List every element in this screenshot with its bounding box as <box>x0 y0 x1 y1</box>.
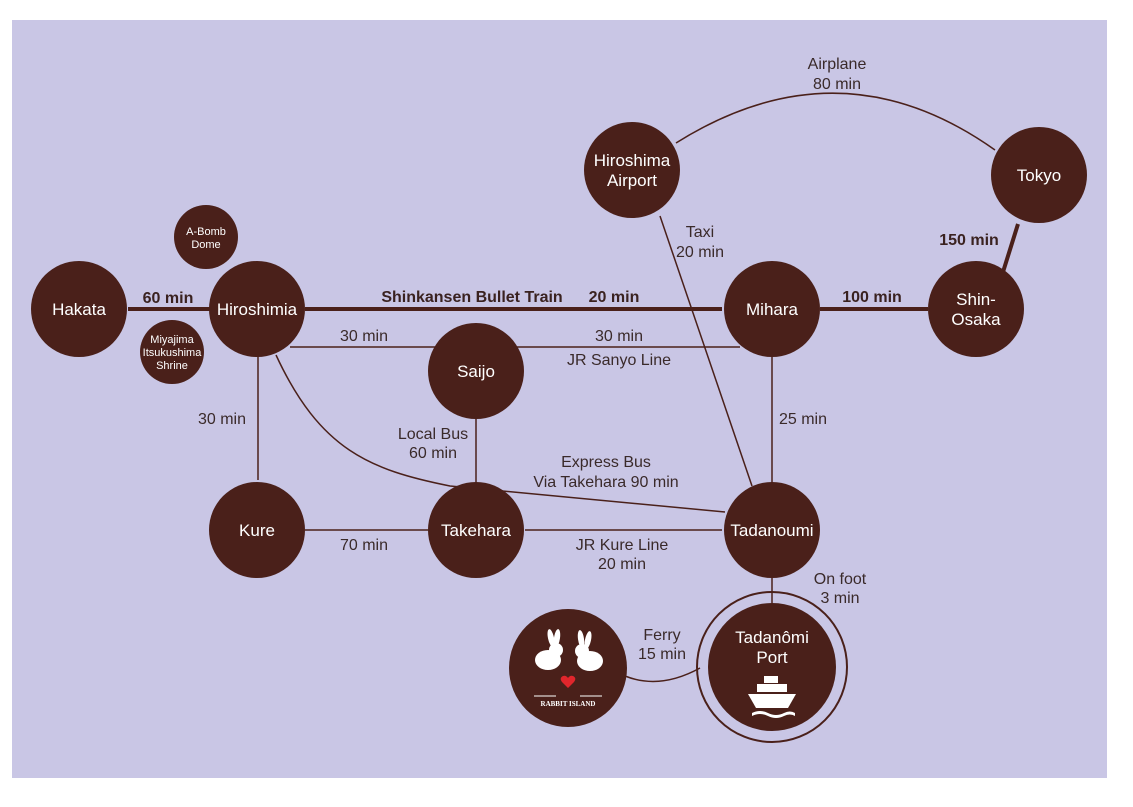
node-label-miyajima-1: Miyajima <box>150 334 194 346</box>
edge-label-airplane-2: 80 min <box>813 76 861 93</box>
edge-label-express-2: Via Takehara 90 min <box>533 474 678 491</box>
edge-label-hiroshima-kure: 30 min <box>198 411 246 428</box>
edge-label-ferry-1: Ferry <box>643 627 680 644</box>
edge-shinosaka-tokyo <box>1001 223 1020 273</box>
edge-express-bus <box>275 354 726 513</box>
edge-label-shinosaka-tokyo: 150 min <box>939 232 999 249</box>
node-port <box>708 603 836 731</box>
edge-label-mihara-tadanoumi: 25 min <box>779 411 827 428</box>
node-label-hiroshima: Hiroshimia <box>217 300 298 319</box>
edge-label-taxi-1: Taxi <box>686 224 714 241</box>
node-rabbit-island <box>509 609 627 727</box>
edge-label-shinkansen-time: 20 min <box>589 289 640 306</box>
edge-label-jr-sanyo: JR Sanyo Line <box>567 352 671 369</box>
edge-label-ferry-2: 15 min <box>638 646 686 663</box>
node-label-takehara: Takehara <box>441 521 511 540</box>
stations <box>31 122 1087 731</box>
node-mihara <box>724 261 820 357</box>
edge-label-local-bus-2: 60 min <box>409 445 457 462</box>
node-label-tadanoumi: Tadanoumi <box>730 521 813 540</box>
edge-ferry <box>624 667 701 683</box>
node-hiroshima <box>209 261 305 357</box>
node-tokyo <box>991 127 1087 223</box>
node-label-miyajima-2: Itsukushima <box>143 347 203 359</box>
ship-icon <box>748 676 796 718</box>
edge-label-saijo-mihara: 30 min <box>595 328 643 345</box>
edge-label-airplane-1: Airplane <box>808 56 867 73</box>
edge-label-express-1: Express Bus <box>561 454 651 471</box>
node-label-abomb-2: Dome <box>191 239 220 251</box>
node-label-port-1: Tadanômi <box>735 628 809 647</box>
edge-taxi <box>659 215 753 487</box>
node-kure <box>209 482 305 578</box>
edge-label-shinkansen-name: Shinkansen Bullet Train <box>381 289 562 306</box>
edge-label-hiroshima-saijo: 30 min <box>340 328 388 345</box>
node-label-shinosaka-2: Osaka <box>951 310 1001 329</box>
node-miyajima <box>140 320 204 384</box>
node-label-abomb-1: A-Bomb <box>186 226 226 238</box>
node-shinosaka <box>928 261 1024 357</box>
edge-label-taxi-2: 20 min <box>676 244 724 261</box>
edge-label-kure-takehara: 70 min <box>340 537 388 554</box>
edge-label-local-bus-1: Local Bus <box>398 426 468 443</box>
edge-label-onfoot-1: On foot <box>814 571 867 588</box>
node-label-mihara: Mihara <box>746 300 799 319</box>
edge-label-jr-kure-2: 20 min <box>598 556 646 573</box>
node-label-shinosaka-1: Shin- <box>956 290 996 309</box>
node-tadanoumi <box>724 482 820 578</box>
node-label-airport-2: Airport <box>607 171 657 190</box>
port-ring <box>696 591 848 743</box>
route-lines <box>128 92 1020 743</box>
node-abomb <box>174 205 238 269</box>
node-label-miyajima-3: Shrine <box>156 360 188 372</box>
node-label-tokyo: Tokyo <box>1017 166 1061 185</box>
edge-label-jr-kure-1: JR Kure Line <box>576 537 669 554</box>
rabbit-icon <box>535 629 603 671</box>
node-hakata <box>31 261 127 357</box>
rabbit-island-label: RABBIT ISLAND <box>541 700 596 708</box>
edge-label-onfoot-2: 3 min <box>820 590 859 607</box>
heart-icon <box>560 675 576 688</box>
node-label-airport-1: Hiroshima <box>594 151 671 170</box>
node-airport <box>584 122 680 218</box>
edge-label-mihara-shinosaka: 100 min <box>842 289 902 306</box>
edge-airplane <box>675 92 996 151</box>
node-label-kure: Kure <box>239 521 275 540</box>
node-label-saijo: Saijo <box>457 362 495 381</box>
edge-label-hakata-hiroshima: 60 min <box>143 290 194 307</box>
node-label-hakata: Hakata <box>52 300 106 319</box>
node-saijo <box>428 323 524 419</box>
node-label-port-2: Port <box>756 648 787 667</box>
node-takehara <box>428 482 524 578</box>
